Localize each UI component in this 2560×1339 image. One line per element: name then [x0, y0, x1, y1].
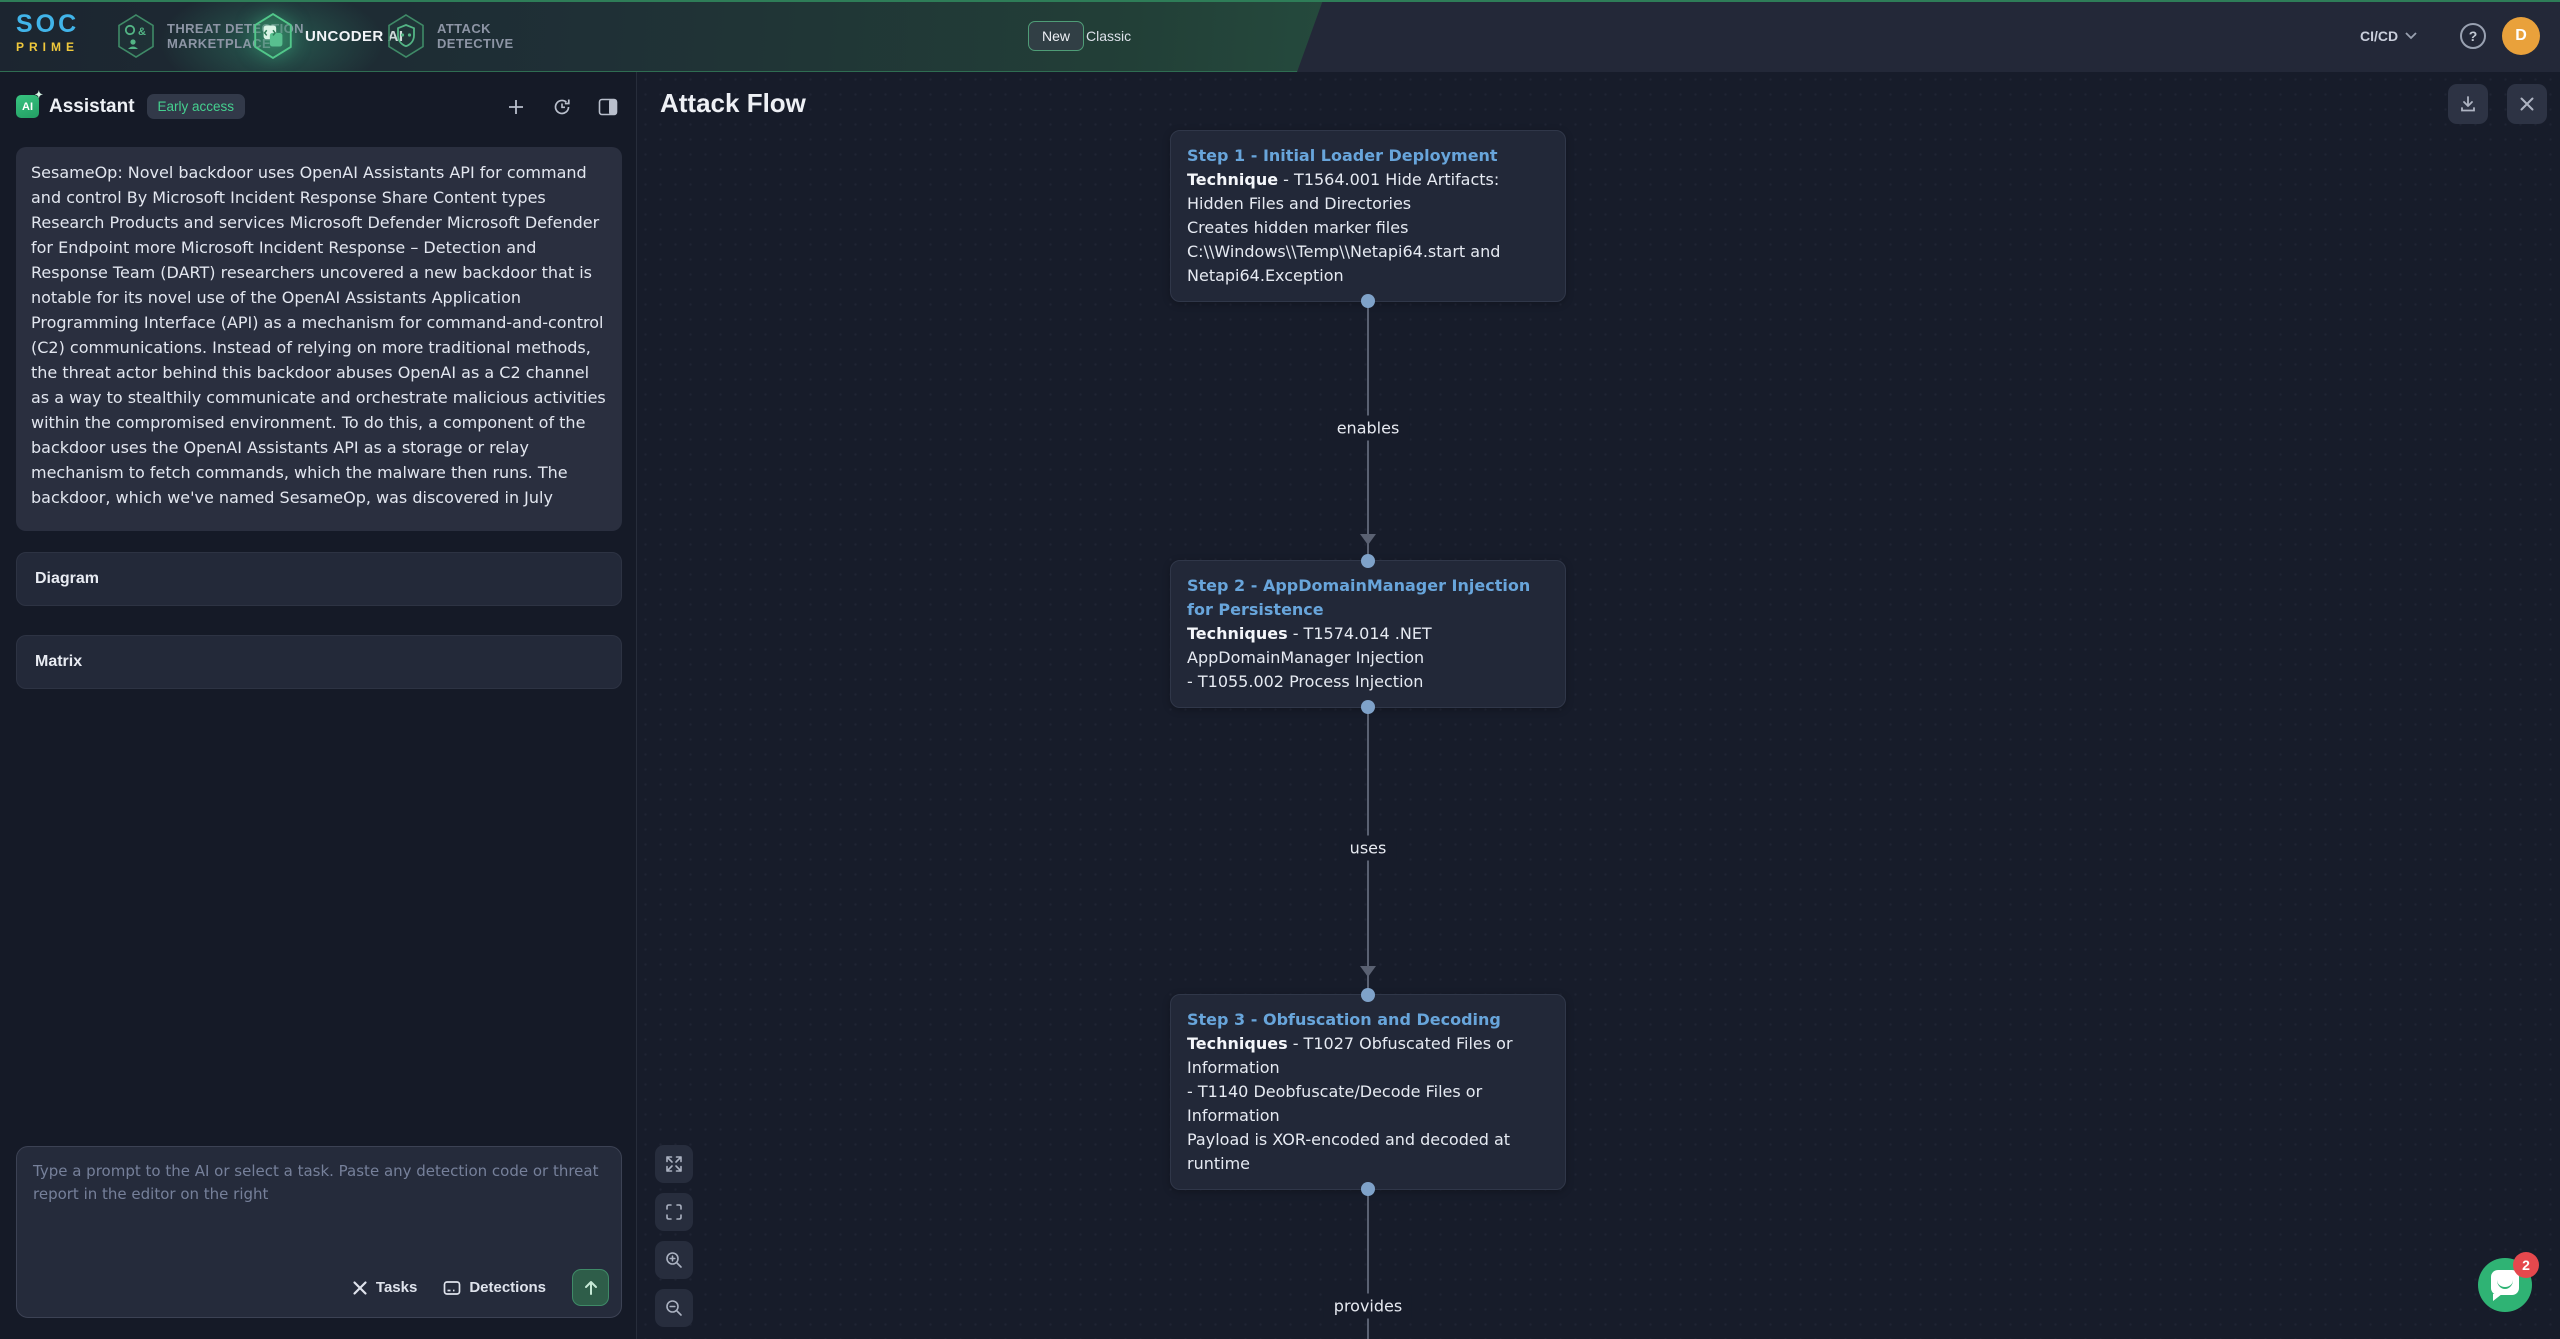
node-body-line: Payload is XOR-encoded and decoded at ru… — [1187, 1130, 1511, 1173]
tasks-button[interactable]: Tasks — [352, 1279, 417, 1296]
fit-frame-icon — [666, 1204, 682, 1220]
attack-flow-canvas[interactable]: Attack Flow enables uses provides Step 1… — [638, 72, 2560, 1339]
edge-handle-dot — [1361, 294, 1375, 308]
expand-fullscreen-button[interactable] — [655, 1145, 693, 1183]
flow-node-step-1[interactable]: Step 1 - Initial Loader Deployment Techn… — [1170, 130, 1566, 308]
top-navbar: SOC PRIME & THREAT DETECTION MARKETPLACE… — [0, 0, 2560, 72]
flow-node-step-3[interactable]: Step 3 - Obfuscation and Decoding Techni… — [1170, 988, 1566, 1196]
logo-soc-text: SOC — [16, 10, 80, 38]
toggle-panel-button[interactable] — [596, 95, 620, 119]
edge-label-enables: enables — [1326, 415, 1410, 441]
chevron-down-icon — [2405, 32, 2417, 40]
canvas-zoom-controls — [655, 1145, 693, 1327]
detections-button[interactable]: Detections — [443, 1279, 546, 1296]
edge-label-provides: provides — [1323, 1293, 1413, 1319]
unread-count-badge: 2 — [2513, 1252, 2539, 1278]
svg-text:&: & — [138, 26, 146, 38]
report-text: SesameOp: Novel backdoor uses OpenAI Ass… — [31, 163, 606, 507]
mode-toggle-new[interactable]: New — [1028, 21, 1085, 51]
prompt-input[interactable] — [17, 1147, 621, 1263]
send-prompt-button[interactable] — [572, 1269, 609, 1306]
flow-node-step-2[interactable]: Step 2 - AppDomainManager Injection for … — [1170, 554, 1566, 714]
plus-icon — [509, 99, 523, 114]
edge-handle-dot — [1361, 988, 1375, 1002]
marketplace-hexagon-icon: & — [116, 14, 156, 58]
close-flow-button[interactable] — [2507, 84, 2547, 124]
new-chat-button[interactable] — [504, 95, 528, 119]
nav-item-uncoder-ai[interactable]: UNCODER AI — [252, 0, 403, 72]
edge-handle-dot — [1361, 700, 1375, 714]
download-icon — [2461, 96, 2475, 112]
assistant-message[interactable]: SesameOp: Novel backdoor uses OpenAI Ass… — [16, 147, 622, 531]
node-body-line: Techniques - T1574.014 .NET AppDomainMan… — [1187, 624, 1432, 667]
zoom-in-button[interactable] — [655, 1241, 693, 1279]
assistant-header: AI✦ Assistant Early access — [16, 90, 620, 119]
chat-bubble-icon — [2491, 1270, 2519, 1301]
expand-arrows-icon — [666, 1156, 682, 1172]
user-avatar[interactable]: D — [2502, 17, 2540, 55]
node-body-line: Creates hidden marker files C:\\Windows\… — [1187, 218, 1501, 285]
node-body-line: Techniques - T1027 Obfuscated Files or I… — [1187, 1034, 1513, 1077]
tasks-tools-icon — [353, 1280, 367, 1295]
arrow-up-icon — [584, 1280, 597, 1295]
fit-view-button[interactable] — [655, 1193, 693, 1231]
edge-handle-dot — [1361, 554, 1375, 568]
early-access-badge: Early access — [146, 94, 246, 119]
zoom-in-icon — [666, 1252, 682, 1268]
soc-prime-logo[interactable]: SOC PRIME — [16, 10, 116, 54]
zoom-out-button[interactable] — [655, 1289, 693, 1327]
zoom-out-icon — [666, 1300, 682, 1316]
node-title: Step 1 - Initial Loader Deployment — [1187, 146, 1498, 165]
nav-label: UNCODER AI — [305, 27, 404, 45]
assistant-title: Assistant — [49, 95, 135, 117]
node-body-line: - T1140 Deobfuscate/Decode Files or Info… — [1187, 1082, 1483, 1125]
history-button[interactable] — [550, 95, 574, 119]
panel-layout-icon — [598, 98, 618, 115]
sparkle-icon: ✦ — [34, 90, 43, 101]
assistant-ai-icon: AI✦ — [16, 90, 43, 118]
edge-handle-dot — [1361, 1182, 1375, 1196]
prompt-input-box: Tasks Detections — [16, 1146, 622, 1318]
history-refresh-icon — [554, 99, 570, 114]
nav-label: ATTACK DETECTIVE — [437, 21, 514, 51]
node-title: Step 2 - AppDomainManager Injection for … — [1187, 576, 1531, 619]
mode-toggle-classic[interactable]: Classic — [1086, 28, 1132, 44]
download-flow-button[interactable] — [2448, 84, 2488, 124]
attack-detective-hexagon-icon — [386, 14, 426, 58]
detections-card-icon — [443, 1280, 461, 1295]
edge-label-uses: uses — [1339, 835, 1397, 861]
prompt-actions: Tasks Detections — [352, 1269, 609, 1306]
section-diagram[interactable]: Diagram — [16, 552, 622, 606]
logo-prime-text: PRIME — [16, 40, 80, 54]
edge-arrowhead — [1360, 534, 1376, 545]
cicd-label: CI/CD — [2360, 28, 2399, 44]
assistant-sidebar: AI✦ Assistant Early access SesameOp: Nov… — [0, 72, 637, 1339]
flow-edge-line — [1367, 300, 1369, 1339]
smile-icon — [2497, 1280, 2513, 1289]
node-body-line: Technique - T1564.001 Hide Artifacts: Hi… — [1187, 170, 1500, 213]
nav-item-attack-detective[interactable]: ATTACK DETECTIVE — [386, 0, 514, 72]
node-body-line: - T1055.002 Process Injection — [1187, 672, 1424, 691]
page-title: Attack Flow — [660, 88, 806, 118]
uncoder-ai-hexagon-icon — [252, 13, 294, 59]
support-chat-button[interactable]: 2 — [2478, 1252, 2539, 1312]
question-mark-icon: ? — [2468, 28, 2478, 44]
cicd-dropdown[interactable]: CI/CD — [2360, 0, 2417, 72]
close-icon — [2520, 97, 2534, 111]
section-matrix[interactable]: Matrix — [16, 635, 622, 689]
edge-arrowhead — [1360, 966, 1376, 977]
node-title: Step 3 - Obfuscation and Decoding — [1187, 1010, 1501, 1029]
help-button[interactable]: ? — [2460, 23, 2486, 49]
